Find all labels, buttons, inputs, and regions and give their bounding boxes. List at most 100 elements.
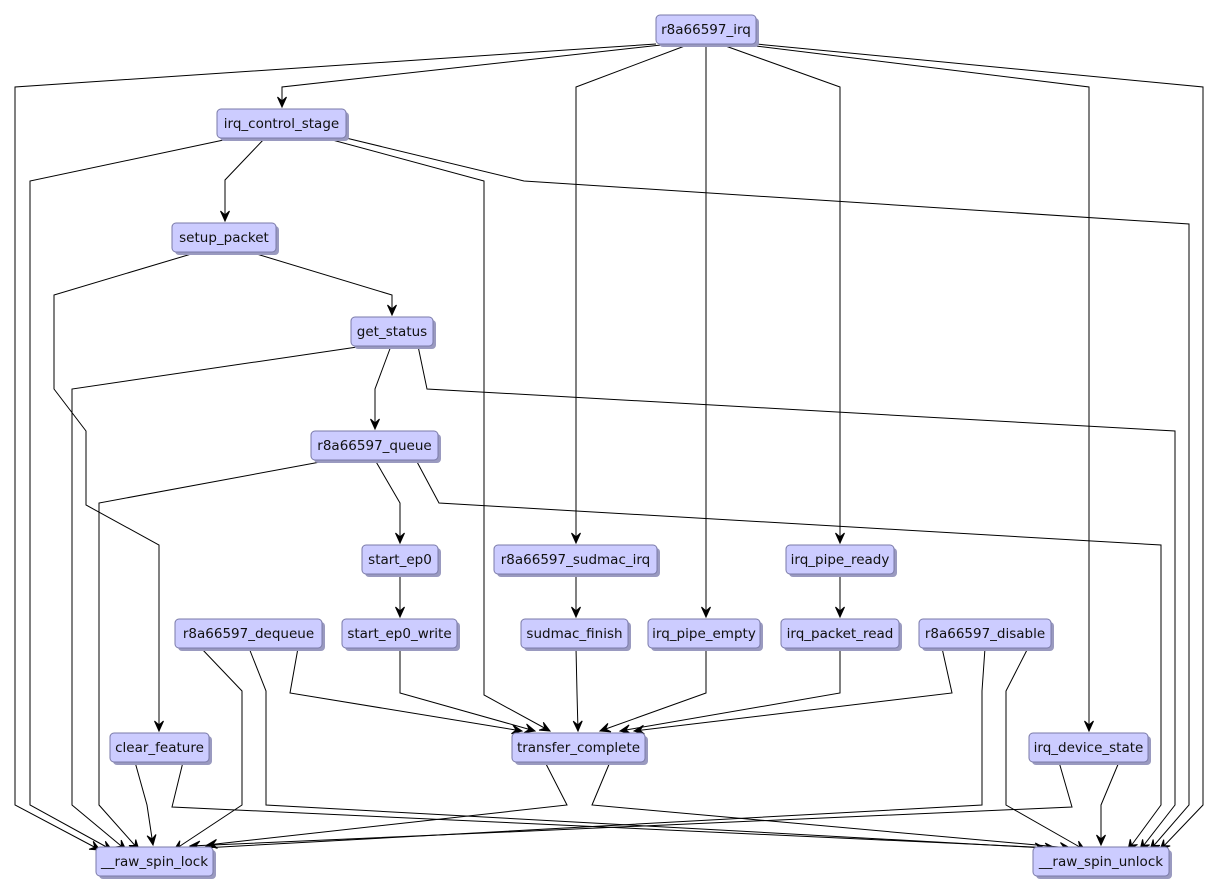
node-box[interactable] <box>341 618 458 649</box>
edge-line <box>289 647 523 732</box>
node-label: clear_feature <box>115 740 204 756</box>
arrowhead-icon <box>395 606 405 619</box>
edge-line <box>575 647 579 732</box>
edge-line <box>324 137 551 732</box>
node-start_ep0[interactable]: start_ep0 <box>361 544 441 577</box>
edge-line <box>591 761 1071 849</box>
node-label: __raw_spin_unlock <box>1038 854 1163 870</box>
node-start_ep0_write[interactable]: start_ep0_write <box>341 618 460 651</box>
node-box[interactable] <box>350 316 434 347</box>
node-raw_spin_unlock[interactable]: __raw_spin_unlock <box>1032 846 1172 879</box>
edge-clear_feature-to-raw_spin_lock <box>134 761 157 847</box>
arrowhead-icon <box>395 532 405 545</box>
node-box[interactable] <box>511 732 646 763</box>
node-box[interactable] <box>216 108 347 139</box>
node-box[interactable] <box>785 544 895 575</box>
arrowhead-icon <box>146 834 157 847</box>
node-clear_feature[interactable]: clear_feature <box>109 732 212 765</box>
edge-get_status-to-raw_spin_lock <box>71 345 365 851</box>
edge-irq_control_stage-to-transfer_complete <box>324 137 552 732</box>
edge-line <box>171 761 1056 849</box>
edge-line <box>29 137 234 851</box>
arrowhead-icon <box>1096 834 1106 847</box>
node-box[interactable] <box>1028 732 1149 763</box>
edge-line <box>173 647 243 851</box>
edge-irq_pipe_ready-to-irq_packet_read <box>835 574 845 619</box>
node-box[interactable] <box>780 618 900 649</box>
edge-line <box>739 43 1090 731</box>
edge-get_status-to-r8a66597_queue <box>370 345 392 431</box>
edge-r8a66597_disable-to-transfer_complete <box>632 647 953 735</box>
node-r8a66597_dequeue[interactable]: r8a66597_dequeue <box>174 618 325 651</box>
arrowhead-icon <box>370 418 380 431</box>
edge-line <box>374 345 392 429</box>
edge-line <box>224 137 266 221</box>
edge-line <box>189 761 1073 847</box>
node-label: sudmac_finish <box>526 626 622 642</box>
edge-line <box>374 459 401 543</box>
node-box[interactable] <box>361 544 439 575</box>
node-box[interactable] <box>174 618 323 649</box>
edge-line <box>134 761 154 846</box>
node-irq_device_state[interactable]: irq_device_state <box>1028 732 1151 765</box>
node-box[interactable] <box>647 618 761 649</box>
node-label: irq_packet_read <box>787 626 894 642</box>
node-box[interactable] <box>655 14 757 45</box>
node-sudmac_finish[interactable]: sudmac_finish <box>520 618 631 651</box>
edge-r8a66597_irq-to-irq_device_state <box>739 43 1094 733</box>
node-label: irq_device_state <box>1034 740 1144 756</box>
node-transfer_complete[interactable]: transfer_complete <box>511 732 648 765</box>
edge-line <box>399 648 536 732</box>
arrowhead-icon <box>572 720 583 733</box>
node-r8a66597_queue[interactable]: r8a66597_queue <box>310 430 441 463</box>
edge-line <box>206 761 568 846</box>
arrowhead-icon <box>523 723 537 734</box>
node-label: get_status <box>357 324 427 340</box>
node-r8a66597_irq[interactable]: r8a66597_irq <box>655 14 759 47</box>
node-setup_packet[interactable]: setup_packet <box>171 222 279 255</box>
edge-irq_control_stage-to-setup_packet <box>220 137 266 223</box>
node-box[interactable] <box>520 618 629 649</box>
edge-irq_device_state-to-raw_spin_lock <box>188 761 1073 851</box>
node-box[interactable] <box>1032 846 1170 877</box>
node-irq_packet_read[interactable]: irq_packet_read <box>780 618 902 651</box>
node-raw_spin_lock[interactable]: __raw_spin_lock <box>95 846 216 879</box>
node-irq_pipe_ready[interactable]: irq_pipe_ready <box>785 544 897 577</box>
edge-r8a66597_queue-to-start_ep0 <box>374 459 405 545</box>
arrowhead-icon <box>835 606 845 619</box>
node-label: r8a66597_queue <box>317 438 431 454</box>
arrowhead-icon <box>538 721 552 732</box>
edge-line <box>345 137 1190 851</box>
edge-transfer_complete-to-raw_spin_lock <box>205 761 568 849</box>
edge-line <box>1005 647 1086 851</box>
edge-line <box>755 43 1204 851</box>
arrowhead-icon <box>220 210 230 223</box>
edge-setup_packet-to-clear_feature <box>53 251 199 733</box>
edge-r8a66597_irq-to-irq_control_stage <box>277 43 671 109</box>
edge-start_ep0_write-to-transfer_complete <box>399 648 537 734</box>
node-irq_control_stage[interactable]: irq_control_stage <box>216 108 349 141</box>
node-box[interactable] <box>171 222 277 253</box>
edge-line <box>719 43 841 543</box>
edge-line <box>14 43 657 851</box>
node-r8a66597_sudmac_irq[interactable]: r8a66597_sudmac_irq <box>493 544 660 577</box>
node-box[interactable] <box>95 846 214 877</box>
edge-r8a66597_dequeue-to-transfer_complete <box>289 647 524 735</box>
node-r8a66597_disable[interactable]: r8a66597_disable <box>918 618 1054 651</box>
node-label: transfer_complete <box>517 740 640 756</box>
edge-line <box>633 647 953 732</box>
node-box[interactable] <box>310 430 439 461</box>
edge-r8a66597_queue-to-raw_spin_unlock <box>415 459 1162 851</box>
node-box[interactable] <box>918 618 1052 649</box>
node-box[interactable] <box>109 732 210 763</box>
node-box[interactable] <box>493 544 658 575</box>
node-label: r8a66597_dequeue <box>183 626 314 642</box>
edge-line <box>248 647 1046 849</box>
arrowhead-icon <box>205 838 218 849</box>
edge-line <box>619 648 841 732</box>
edge-transfer_complete-to-raw_spin_unlock <box>591 761 1072 853</box>
node-get_status[interactable]: get_status <box>350 316 436 349</box>
node-irq_pipe_empty[interactable]: irq_pipe_empty <box>647 618 763 651</box>
edge-line <box>249 251 393 315</box>
